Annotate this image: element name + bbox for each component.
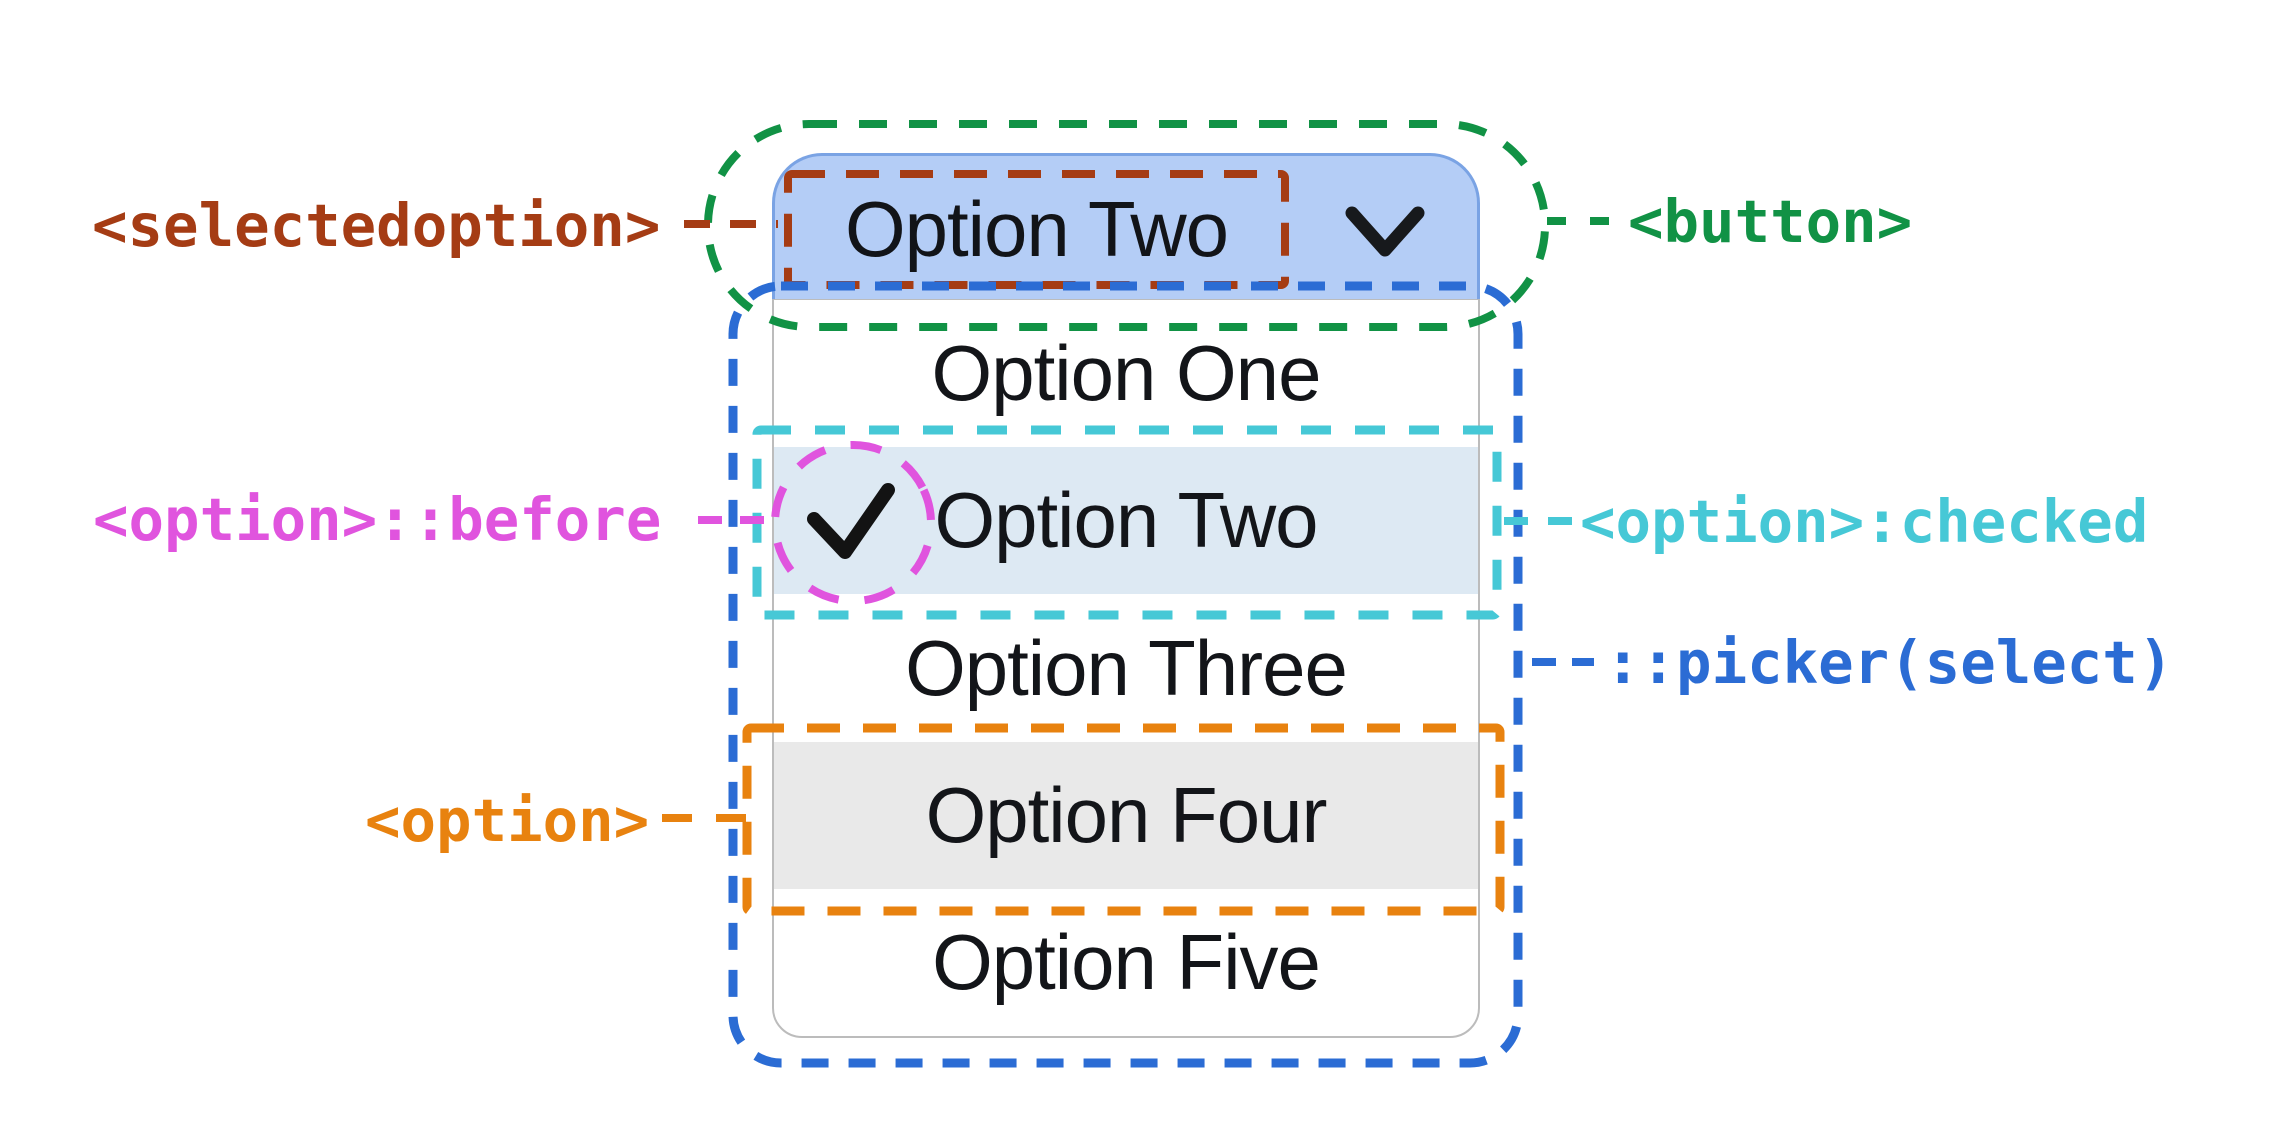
chevron-down-icon [1345, 206, 1425, 257]
label-button: <button> [1628, 187, 1913, 256]
option-three[interactable]: Option Three [774, 594, 1478, 741]
option-five[interactable]: Option Five [774, 889, 1478, 1036]
connector-button [1547, 217, 1613, 225]
label-option-before: <option>::before [93, 485, 662, 554]
label-option: <option> [365, 786, 650, 855]
connector-selectedoption [684, 220, 778, 228]
select-picker: Option One Option Two Option Three Optio… [772, 298, 1480, 1038]
connector-picker [1532, 658, 1594, 666]
connector-option-before [698, 516, 772, 524]
connector-option [662, 814, 748, 822]
option-label: Option Two [934, 476, 1318, 565]
selected-option-value: Option Two [844, 185, 1229, 273]
check-icon [807, 483, 895, 559]
label-option-checked: <option>:checked [1580, 487, 2149, 556]
label-selectedoption: <selectedoption> [92, 191, 661, 260]
option-one[interactable]: Option One [774, 300, 1478, 447]
label-picker: ::picker(select) [1605, 628, 2174, 697]
option-label: Option One [931, 329, 1322, 418]
connector-option-checked [1504, 517, 1578, 525]
option-label: Option Five [932, 917, 1321, 1006]
option-label: Option Four [925, 770, 1328, 859]
option-label: Option Three [905, 623, 1348, 712]
option-four[interactable]: Option Four [774, 741, 1478, 889]
